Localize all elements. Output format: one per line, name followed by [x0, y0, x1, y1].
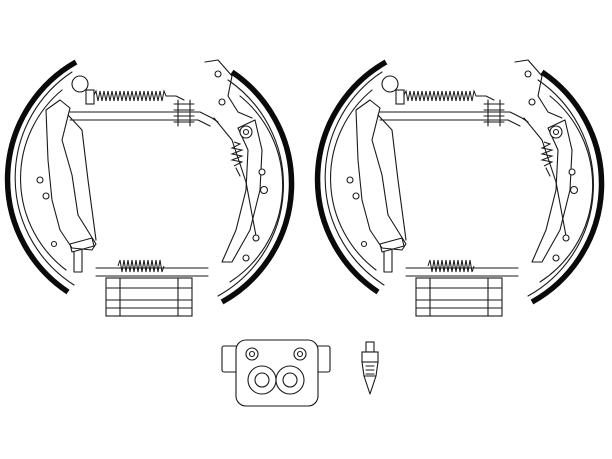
brake-shoe-set-right	[318, 60, 602, 316]
brake-shoe-set-left	[8, 60, 292, 316]
wheel-cylinder	[221, 339, 331, 407]
bleeder-valve	[361, 341, 379, 395]
